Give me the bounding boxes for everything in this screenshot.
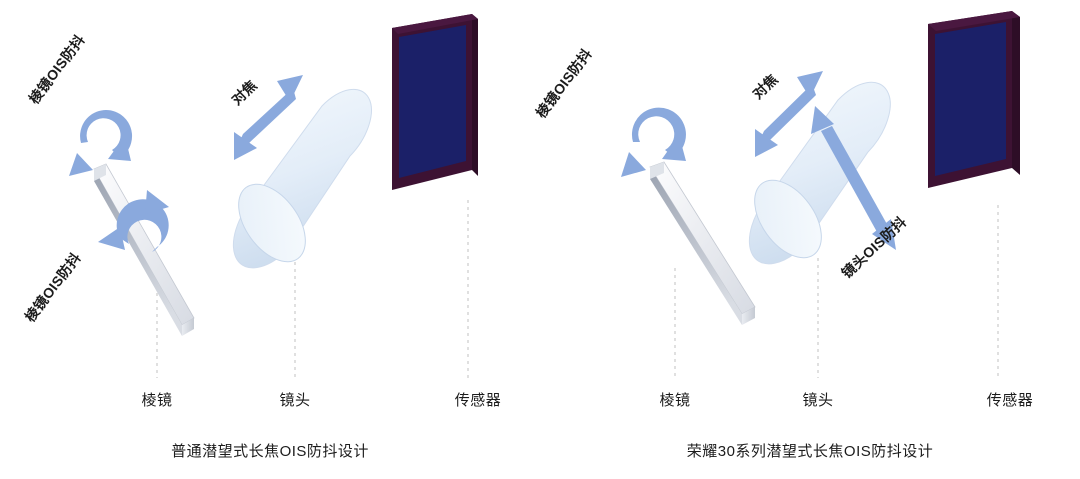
panel-right-graphics: [621, 11, 1020, 378]
part-label-prism: 棱镜: [141, 392, 173, 409]
prism-rotation-arrow-upper: [69, 110, 133, 176]
focus-arrow: [755, 71, 823, 157]
part-label-sensor: 传感器: [986, 392, 1034, 409]
leader-lines: [156, 200, 469, 378]
panel-caption: 普通潜望式长焦OIS防抖设计: [171, 443, 369, 460]
part-label-lens: 镜头: [802, 392, 834, 409]
part-label-lens: 镜头: [279, 392, 311, 409]
part-label-prism: 棱镜: [659, 392, 691, 409]
panel-ordinary-periscope: 棱镜OIS防抖 棱镜OIS防抖 对焦 棱镜 镜头 传感器 普通潜望式长焦OIS防…: [22, 14, 502, 460]
prism-rotation-arrow-lower: [98, 190, 169, 252]
lens-shape: [748, 81, 891, 265]
panel-caption: 荣耀30系列潜望式长焦OIS防抖设计: [686, 443, 934, 460]
prism-shape: [649, 161, 756, 325]
prism-shape: [93, 163, 195, 336]
focus-arrow: [234, 75, 303, 160]
part-label-sensor: 传感器: [454, 392, 502, 409]
panel-honor30-periscope: 棱镜OIS防抖 镜头OIS防抖 对焦 棱镜 镜头 传感器 荣耀30系列潜望式长焦…: [533, 0, 1080, 479]
prism-rotation-arrow: [621, 107, 686, 177]
sensor-shape: [392, 14, 478, 190]
leader-lines: [674, 205, 999, 378]
sensor-shape: [928, 11, 1020, 188]
lens-shape: [232, 88, 372, 269]
lens-ois-arrow: [811, 106, 896, 250]
panel-left-graphics: [69, 14, 478, 378]
